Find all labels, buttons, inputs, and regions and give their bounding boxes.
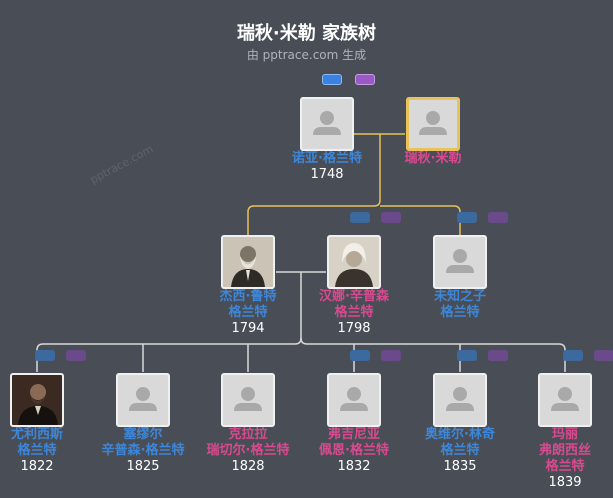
person-name-line2: 格兰特 <box>17 443 57 458</box>
user-placeholder-icon <box>446 249 474 273</box>
portrait-man-icon <box>223 237 273 287</box>
expand-spouse-button-jesse[interactable] <box>381 212 401 223</box>
person-card-jesse[interactable]: 杰西·鲁特 格兰特 1794 <box>193 235 303 337</box>
person-card-hannah[interactable]: 汉娜·辛普森 格兰特 1798 <box>299 235 409 337</box>
expand-spouse-button-virginia[interactable] <box>381 350 401 361</box>
expand-spouse-button[interactable] <box>355 74 375 85</box>
page-subtitle: 由 pptrace.com 生成 <box>246 48 367 62</box>
person-card-noah[interactable]: 诺亚·格兰特 1748 <box>272 97 382 183</box>
person-name-line2: 格兰特 <box>440 305 480 320</box>
portrait-woman-icon <box>329 237 379 287</box>
person-year: 1839 <box>548 475 582 490</box>
user-placeholder-icon <box>446 387 474 411</box>
person-year: 1832 <box>337 459 371 474</box>
user-placeholder-icon <box>313 111 341 135</box>
person-name-line2: 格兰特 <box>228 305 268 320</box>
person-photo <box>433 235 487 289</box>
person-year: 1828 <box>231 459 265 474</box>
person-card-mary[interactable]: 玛丽 弗朗西丝 格兰特 1839 <box>510 373 613 491</box>
person-name: 汉娜·辛普森 <box>319 289 389 304</box>
person-year: 1794 <box>231 321 265 336</box>
person-photo <box>406 97 460 151</box>
couple-line-gen1 <box>354 133 405 200</box>
page-title: 瑞秋·米勒 家族树 <box>236 23 377 44</box>
person-name: 诺亚·格兰特 <box>292 151 362 166</box>
couple-line-gen2 <box>276 271 326 338</box>
person-name: 瑞秋·米勒 <box>404 151 462 166</box>
person-photo <box>116 373 170 427</box>
person-name-line2: 格兰特 <box>440 443 480 458</box>
person-name: 奥维尔·林奇 <box>425 427 495 442</box>
person-name-line2: 佩恩·格兰特 <box>319 443 389 458</box>
person-name-line2: 辛普森·格兰特 <box>101 443 185 458</box>
person-year: 1748 <box>310 167 344 182</box>
person-photo <box>327 235 381 289</box>
branch-gen1-to-gen2 <box>247 199 461 236</box>
person-photo <box>327 373 381 427</box>
person-photo <box>300 97 354 151</box>
expand-spouse-button-mary[interactable] <box>594 350 613 361</box>
person-name: 克拉拉 <box>228 427 268 442</box>
expand-ancestors-button-virginia[interactable] <box>350 350 370 361</box>
person-name: 尤利西斯 <box>10 427 63 442</box>
portrait-man-dark-icon <box>12 375 62 425</box>
person-card-orvil[interactable]: 奥维尔·林奇 格兰特 1835 <box>405 373 515 475</box>
person-card-clara[interactable]: 克拉拉 瑞切尔·格兰特 1828 <box>193 373 303 475</box>
person-name: 杰西·鲁特 <box>219 289 277 304</box>
person-name: 未知之子 <box>433 289 486 304</box>
person-name-line2: 格兰特 <box>334 305 374 320</box>
expand-ancestors-button-unknown[interactable] <box>457 212 477 223</box>
person-year: 1825 <box>126 459 160 474</box>
expand-ancestors-button-orvil[interactable] <box>457 350 477 361</box>
expand-spouse-button-unknown[interactable] <box>488 212 508 223</box>
person-name-line3: 格兰特 <box>545 459 585 474</box>
person-photo <box>433 373 487 427</box>
person-name-line2: 瑞切尔·格兰特 <box>206 443 290 458</box>
person-photo <box>221 235 275 289</box>
person-photo <box>538 373 592 427</box>
person-name-line2: 弗朗西丝 <box>538 443 591 458</box>
user-placeholder-icon <box>129 387 157 411</box>
user-placeholder-icon <box>551 387 579 411</box>
person-name: 玛丽 <box>551 427 578 442</box>
person-name: 弗吉尼亚 <box>327 427 380 442</box>
person-card-virginia[interactable]: 弗吉尼亚 佩恩·格兰特 1832 <box>299 373 409 475</box>
person-photo <box>221 373 275 427</box>
person-card-rachel[interactable]: 瑞秋·米勒 <box>378 97 488 167</box>
person-photo <box>10 373 64 427</box>
person-year: 1798 <box>337 321 371 336</box>
branch-gen2-to-gen3 <box>36 337 566 372</box>
person-year: 1822 <box>20 459 54 474</box>
expand-ancestors-button-ulysses[interactable] <box>35 350 55 361</box>
person-year: 1835 <box>443 459 477 474</box>
expand-ancestors-button-jesse[interactable] <box>350 212 370 223</box>
person-name: 塞缪尔 <box>123 427 163 442</box>
user-placeholder-icon <box>234 387 262 411</box>
person-card-unknown[interactable]: 未知之子 格兰特 <box>405 235 515 321</box>
expand-spouse-button-ulysses[interactable] <box>66 350 86 361</box>
person-card-ulysses[interactable]: 尤利西斯 格兰特 1822 <box>0 373 92 475</box>
expand-ancestors-button-mary[interactable] <box>563 350 583 361</box>
expand-spouse-button-orvil[interactable] <box>488 350 508 361</box>
person-card-samuel[interactable]: 塞缪尔 辛普森·格兰特 1825 <box>88 373 198 475</box>
expand-ancestors-button[interactable] <box>322 74 342 85</box>
user-placeholder-icon <box>419 111 447 135</box>
user-placeholder-icon <box>340 387 368 411</box>
